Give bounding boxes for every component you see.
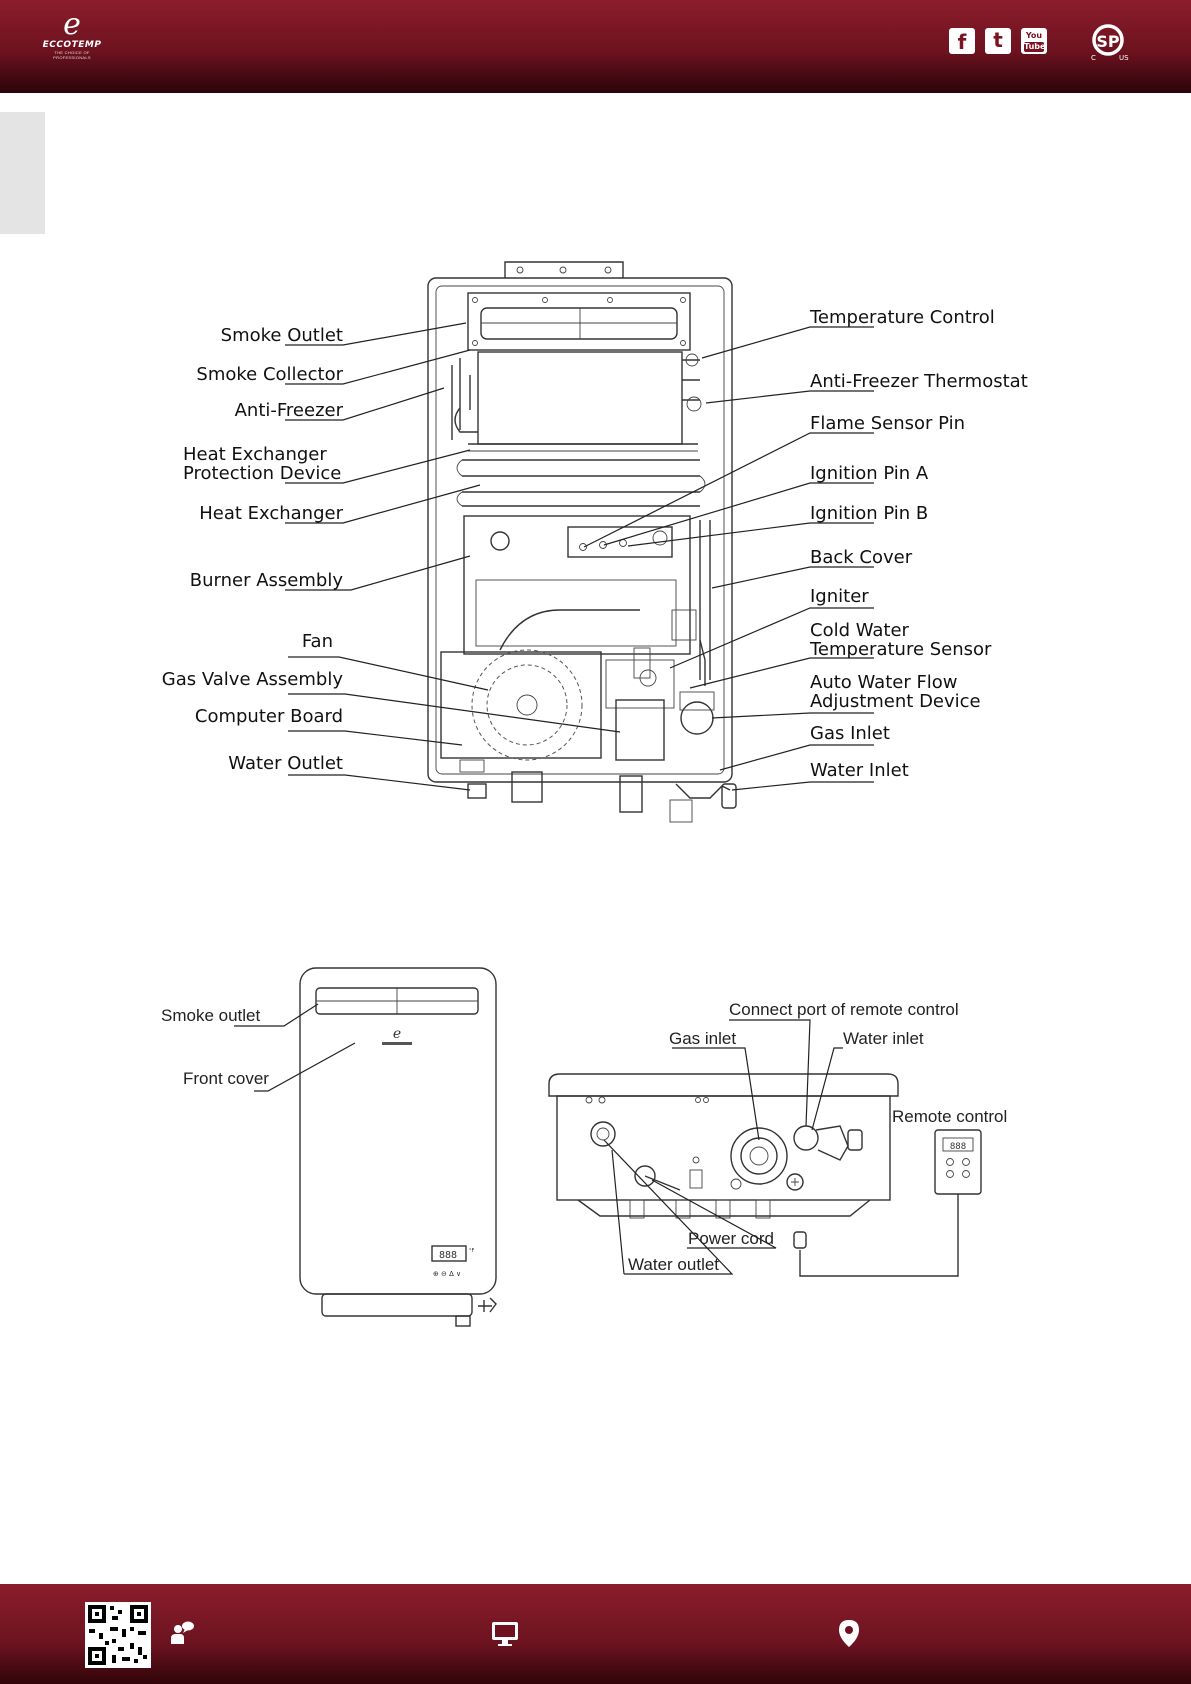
internal-leader-lines (285, 322, 874, 791)
label-fan: Fan (302, 631, 333, 652)
label-water-outlet: Water Outlet (228, 753, 343, 774)
label-burner-assembly: Burner Assembly (190, 570, 344, 591)
label-bottom-water-inlet: Water inlet (843, 1029, 924, 1048)
label-ignition-pin-b: Ignition Pin B (810, 503, 928, 524)
label-bottom-water-outlet: Water outlet (628, 1255, 719, 1274)
logo-emblem: e (63, 7, 81, 42)
side-tab[interactable] (0, 112, 45, 234)
label-gas-inlet: Gas Inlet (810, 723, 890, 744)
bottom-view-leaders (603, 1019, 843, 1275)
chat-icon[interactable] (168, 1620, 196, 1651)
logo-tagline: THE CHOICE OF PROFESSIONALS (53, 50, 91, 60)
label-back-cover: Back Cover (810, 547, 913, 568)
front-view-leaders (234, 1003, 356, 1092)
label-ignition-pin-a: Ignition Pin A (810, 463, 929, 484)
label-power-cord: Power cord (688, 1229, 774, 1248)
csa-certification-icon: SP C US (1088, 18, 1132, 64)
label-hx-protection-line1: Heat Exchanger (183, 444, 327, 465)
label-auto-flow-line2: Adjustment Device (810, 691, 981, 712)
label-remote-control: Remote control (892, 1107, 1007, 1126)
label-anti-freezer: Anti-Freezer (235, 400, 344, 421)
label-bottom-gas-inlet: Gas inlet (669, 1029, 736, 1048)
csa-left-text: C (1091, 54, 1096, 62)
label-hx-protection-line2: Protection Device (183, 463, 341, 484)
internal-labels: Smoke Outlet Smoke Collector Anti-Freeze… (162, 307, 1028, 781)
label-igniter: Igniter (810, 586, 869, 607)
front-display-digits: 888 (439, 1250, 457, 1261)
internal-components-drawing (427, 261, 737, 823)
remote-display-digits: 888 (950, 1142, 966, 1152)
csa-mark: SP (1096, 32, 1120, 51)
label-gas-valve-assembly: Gas Valve Assembly (162, 669, 344, 690)
youtube-bottom-text: Tube (1024, 42, 1046, 52)
facebook-icon[interactable]: f (949, 28, 975, 54)
label-cold-water-line2: Temperature Sensor (809, 639, 992, 660)
label-connect-port: Connect port of remote control (729, 1000, 959, 1019)
eccotemp-logo[interactable]: e ECCOTEMP THE CHOICE OF PROFESSIONALS (36, 10, 108, 66)
logo-brand-text: ECCOTEMP (42, 40, 102, 50)
location-pin-icon[interactable] (837, 1618, 861, 1653)
qr-code[interactable] (85, 1602, 151, 1668)
product-diagrams: Smoke Outlet Smoke Collector Anti-Freeze… (161, 261, 1028, 1327)
twitter-glyph: t (993, 28, 1003, 52)
bottom-view-drawing: 888 (548, 1073, 982, 1277)
monitor-icon[interactable] (490, 1620, 520, 1653)
page-footer (0, 1584, 1191, 1684)
label-front-smoke-outlet: Smoke outlet (161, 1006, 260, 1025)
front-logo-bar (382, 1042, 412, 1045)
label-cold-water-line1: Cold Water (810, 620, 910, 641)
front-logo-emblem: e (393, 1026, 401, 1042)
label-water-inlet: Water Inlet (810, 760, 909, 781)
label-heat-exchanger: Heat Exchanger (199, 503, 343, 524)
facebook-glyph: f (957, 30, 967, 54)
csa-right-text: US (1119, 54, 1129, 62)
label-smoke-outlet: Smoke Outlet (221, 325, 343, 346)
youtube-top-text: You (1025, 31, 1043, 40)
label-front-cover: Front cover (183, 1069, 269, 1088)
label-temperature-control: Temperature Control (809, 307, 995, 328)
label-computer-board: Computer Board (195, 706, 343, 727)
label-flame-sensor-pin: Flame Sensor Pin (810, 413, 965, 434)
front-display-unit: °F (469, 1248, 475, 1254)
label-smoke-collector: Smoke Collector (196, 364, 343, 385)
twitter-icon[interactable]: t (985, 28, 1011, 54)
page-header: e ECCOTEMP THE CHOICE OF PROFESSIONALS f… (0, 0, 1191, 93)
label-anti-freezer-thermostat: Anti-Freezer Thermostat (810, 371, 1028, 392)
front-panel-buttons: ⊕ ⊖ ∆ ∨ (433, 1270, 461, 1278)
youtube-icon[interactable]: You Tube (1021, 28, 1047, 54)
front-view-drawing: e 888 °F ⊕ ⊖ ∆ ∨ (299, 967, 497, 1327)
label-auto-flow-line1: Auto Water Flow (810, 672, 958, 693)
